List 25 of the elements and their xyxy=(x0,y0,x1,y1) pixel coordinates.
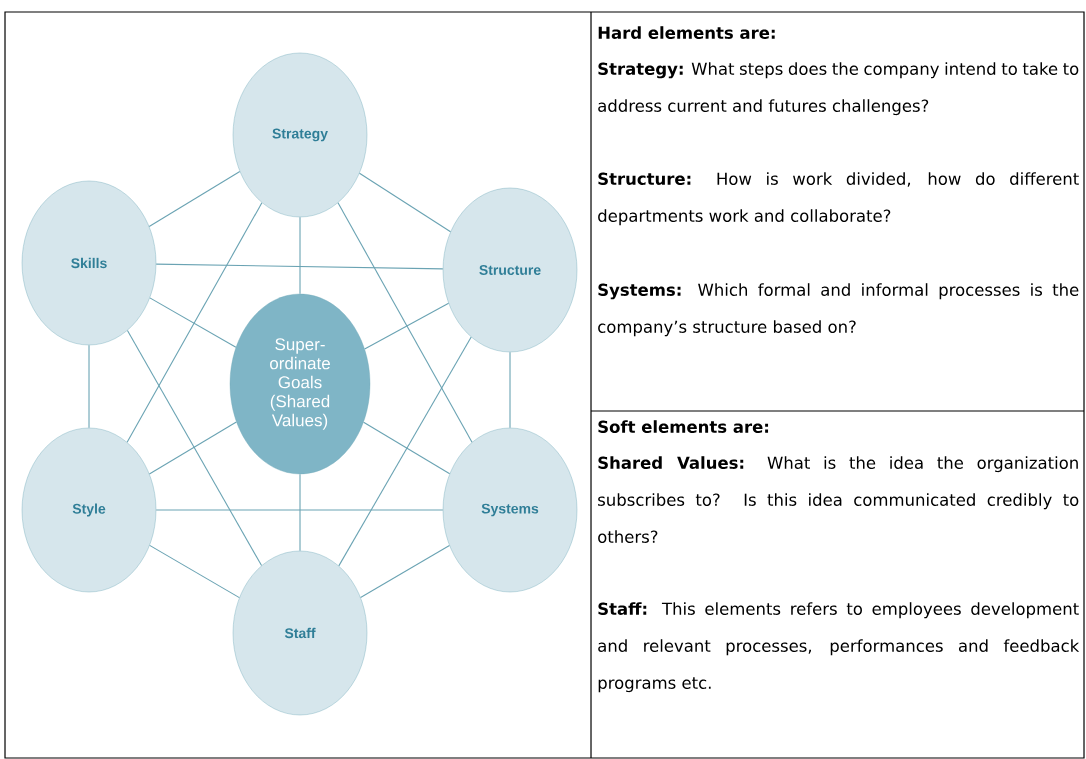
connector-line xyxy=(364,302,450,350)
description-text: Strategy: What steps does the company intend to take to address current and futures challenges? xyxy=(598,62,1079,116)
description-text: Staff: This elements refers to employees development and relevant processes, performances and feedback programs etc. xyxy=(598,602,1080,693)
connector-line xyxy=(299,216,301,295)
connector-line xyxy=(148,170,241,228)
connector-line xyxy=(337,202,473,443)
connector-line xyxy=(338,336,472,567)
connector-line xyxy=(155,263,444,270)
connector-line xyxy=(299,473,301,552)
connector-line xyxy=(358,172,452,233)
description-text: Shared Values: What is the idea the organization subscribes to? Is this idea communicated credibly to others? xyxy=(598,456,1079,543)
description-text: Structure: How is work divided, how do different departments work and collaborate? xyxy=(598,172,1079,226)
connector-line xyxy=(155,509,444,511)
connector-line xyxy=(126,329,263,567)
connector-line xyxy=(148,421,237,475)
connector-line xyxy=(126,202,263,443)
connector-line xyxy=(88,344,90,429)
description-text: Systems: Which formal and informal processes is the company’s structure based on? xyxy=(598,283,1079,337)
section-heading: Hard elements are: xyxy=(598,26,775,39)
connector-line xyxy=(149,544,240,599)
connector-line xyxy=(360,544,450,599)
connector-line xyxy=(149,297,237,348)
connector-line xyxy=(363,421,451,475)
section-heading: Soft elements are: xyxy=(598,420,769,433)
connector-line xyxy=(509,351,511,429)
